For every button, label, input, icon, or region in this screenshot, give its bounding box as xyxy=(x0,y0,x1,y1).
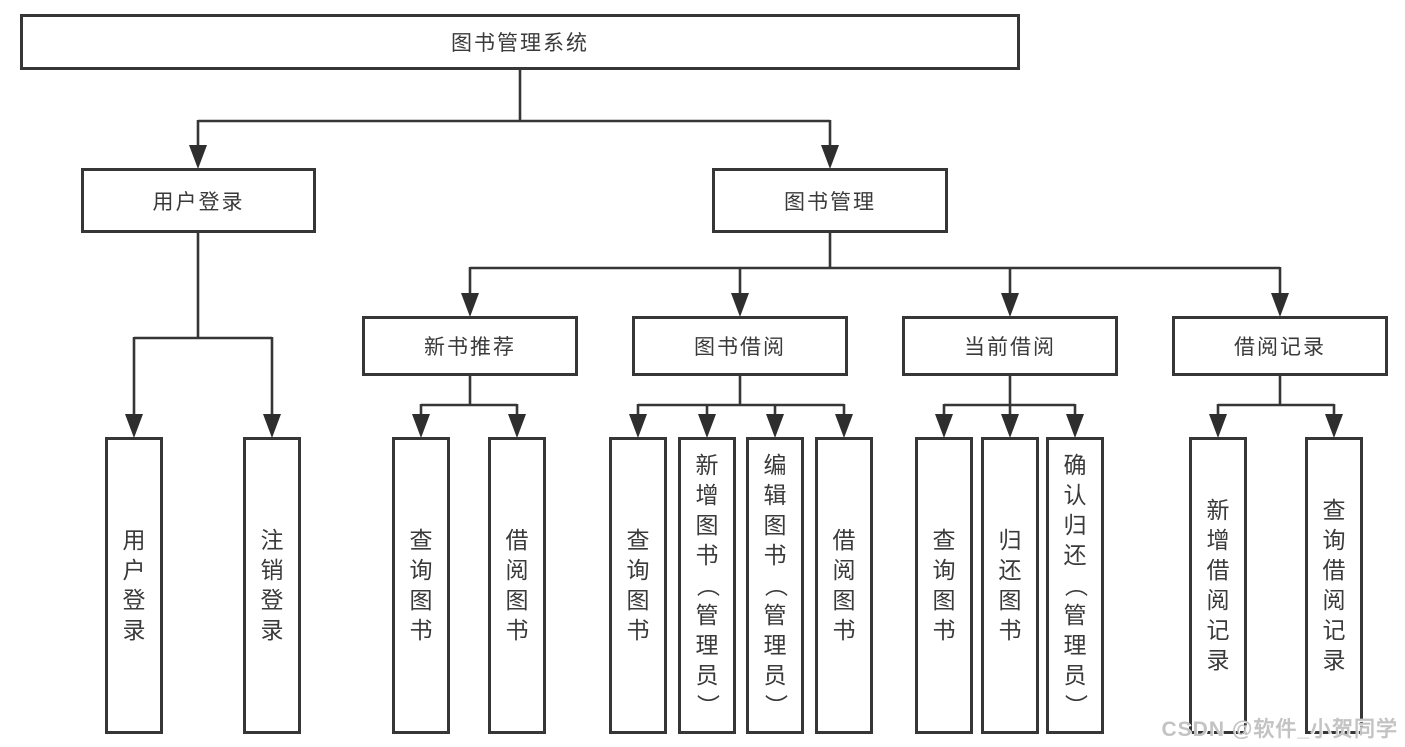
csdn-watermark: CSDN @软件_小贺同学 xyxy=(1161,718,1398,741)
leaf-current-return: 归还图书 xyxy=(981,437,1039,734)
leaf-user-login: 用户登录 xyxy=(105,437,163,734)
leaf-book-borrow-add-admin: 新增图书（管理员） xyxy=(678,437,736,734)
leaf-logout: 注销登录 xyxy=(243,437,301,734)
leaf-records-add: 新增借阅记录 xyxy=(1189,437,1247,734)
node-root: 图书管理系统 xyxy=(20,14,1020,70)
node-user-login: 用户登录 xyxy=(81,168,316,233)
leaf-book-borrow-borrow: 借阅图书 xyxy=(815,437,873,734)
node-book-borrow: 图书借阅 xyxy=(632,316,848,376)
arrowheads xyxy=(125,145,1343,438)
node-new-book-recommend: 新书推荐 xyxy=(362,316,578,376)
leaf-new-books-query: 查询图书 xyxy=(392,437,450,734)
leaf-current-confirm-return-admin: 确认归还（管理员） xyxy=(1046,437,1104,734)
node-borrow-records: 借阅记录 xyxy=(1172,316,1388,376)
leaf-book-borrow-edit-admin: 编辑图书（管理员） xyxy=(746,437,804,734)
leaf-book-borrow-query: 查询图书 xyxy=(609,437,667,734)
leaf-records-query: 查询借阅记录 xyxy=(1305,437,1363,734)
node-current-borrow: 当前借阅 xyxy=(902,316,1118,376)
node-book-management: 图书管理 xyxy=(712,168,948,233)
leaf-current-query: 查询图书 xyxy=(915,437,973,734)
leaf-new-books-borrow: 借阅图书 xyxy=(488,437,546,734)
